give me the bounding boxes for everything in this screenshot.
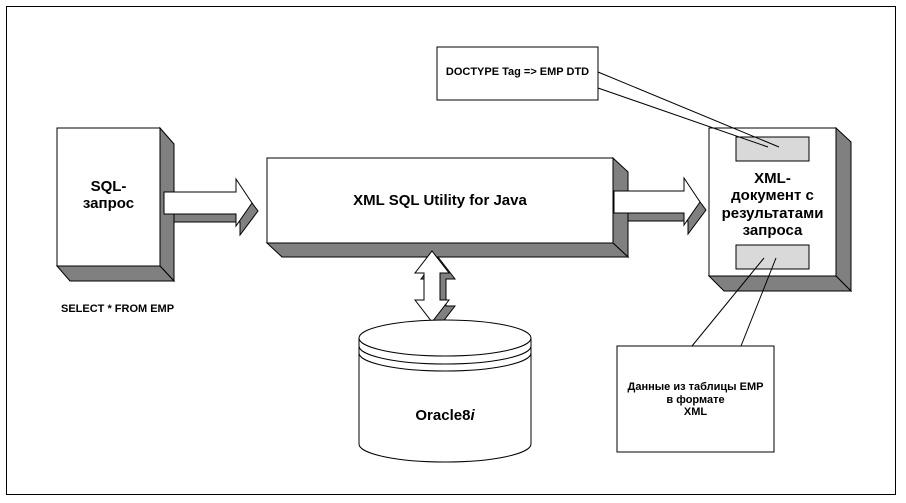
xml-document-label: XML- документ с результатами запроса bbox=[721, 170, 824, 239]
arrow-utility-db bbox=[413, 250, 457, 329]
data-callout-label: Данные из таблицы EMP в формате XML bbox=[627, 381, 764, 419]
sql-query-box bbox=[55, 126, 176, 283]
data-callout bbox=[616, 257, 777, 453]
doctype-slot bbox=[735, 136, 810, 162]
sql-query-label: SQL- запрос bbox=[82, 178, 135, 213]
arrow-sql-to-utility bbox=[163, 177, 259, 237]
doctype-callout-label: DOCTYPE Tag => EMP DTD bbox=[445, 66, 590, 78]
arrow-utility-to-xml bbox=[613, 176, 707, 236]
utility-label: XML SQL Utility for Java bbox=[353, 192, 527, 209]
sql-statement-label: SELECT * FROM EMP bbox=[61, 303, 175, 315]
database-label: Oracle8i bbox=[415, 407, 475, 424]
data-slot bbox=[735, 244, 810, 270]
doctype-callout bbox=[436, 46, 780, 148]
diagram-frame bbox=[6, 6, 896, 495]
xml-document-box bbox=[707, 126, 853, 293]
database-cylinder bbox=[358, 319, 532, 463]
